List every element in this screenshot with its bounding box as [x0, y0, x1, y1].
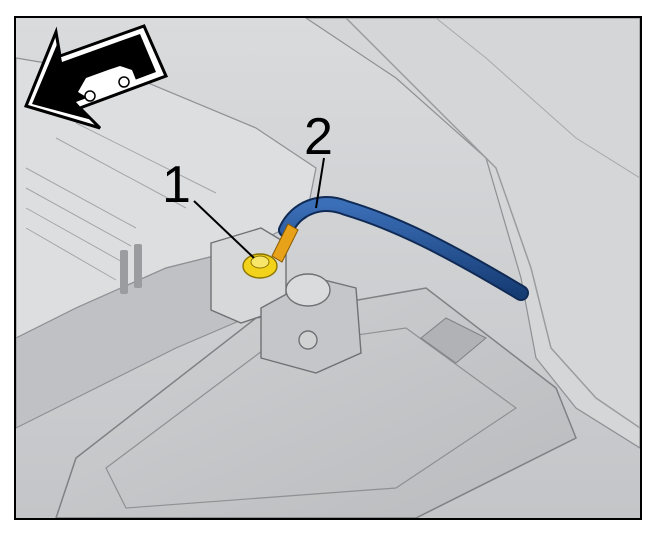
cover-ribs	[25, 122, 217, 281]
callout-leader-2	[315, 157, 325, 209]
cable	[280, 198, 527, 299]
arrow-car-icon	[23, 24, 169, 130]
lid-tab	[420, 317, 487, 364]
callout-leader-1	[193, 200, 255, 259]
battery-post	[285, 273, 331, 307]
fender-crease	[435, 18, 640, 179]
callout-1: 1	[162, 156, 191, 214]
engine-bay-diagram: 1 2	[16, 18, 640, 518]
fender-edge	[345, 18, 640, 429]
bolt-head	[250, 255, 270, 269]
fender-panel	[304, 18, 640, 449]
cable-terminal	[271, 223, 299, 263]
illustration-frame: 1 2	[14, 16, 642, 520]
post-nut	[298, 330, 318, 350]
wall-clips	[120, 244, 142, 294]
callout-2: 2	[304, 108, 333, 166]
